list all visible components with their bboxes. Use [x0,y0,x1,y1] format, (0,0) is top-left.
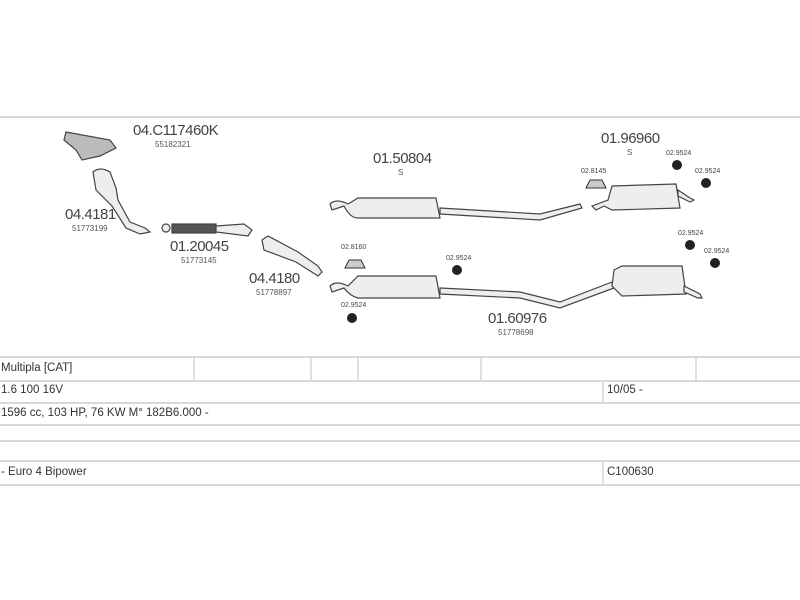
center-silencer-shape [329,197,441,219]
model-cell: Multipla [CAT] [1,362,73,374]
fitting-label[interactable]: 02.9524 [678,230,704,237]
table-row-engine: 1.6 100 16V 10/05 - [0,380,800,404]
mount-icon [672,160,682,170]
kit-code-cell[interactable]: C100630 [602,462,654,484]
full-rear-box-shape [611,265,687,297]
part-code-manifold[interactable]: 04.C117460K [133,122,219,139]
date-cell: 10/05 - [602,380,643,402]
oe-rear-silencer: S [627,148,633,157]
empty-cell [193,358,198,380]
full-rear-tailpipe-shape [683,285,703,299]
mount-icon [347,313,357,323]
clamp-icon [344,259,366,269]
exhaust-diagram [63,131,720,323]
flex-pipe-tail-shape [215,223,253,237]
part-code-center-silencer[interactable]: 01.50804 [373,150,432,167]
fitting-label[interactable]: 02.9524 [341,302,367,309]
oe-manifold: 55182321 [155,140,191,149]
part-code-rear-silencer[interactable]: 01.96960 [601,130,660,147]
fitting-label[interactable]: 02.9524 [666,150,692,157]
manifold-shape [63,131,117,161]
engine-cell: 1.6 100 16V [1,384,64,396]
oe-catalyst: 51778897 [256,288,292,297]
fitting-label[interactable]: 02.9524 [704,248,730,255]
oe-center-silencer: S [398,168,404,177]
table-row-empty [0,426,800,442]
full-rear-shape [329,275,441,299]
part-code-front-pipe[interactable]: 04.4181 [65,206,116,223]
mount-icon [452,265,462,275]
mount-icon [710,258,720,268]
fitting-label[interactable]: 02.9524 [446,255,472,262]
empty-cell [695,358,700,380]
empty-cell [310,358,315,380]
front-pipe-shape [92,168,152,235]
part-code-full-rear[interactable]: 01.60976 [488,310,547,327]
clamp-icon [585,179,607,189]
part-code-catalyst[interactable]: 04.4180 [249,270,300,287]
top-divider [0,116,800,118]
empty-cell [357,358,362,380]
flex-pipe-flange-shape [161,223,171,233]
center-pipe-shape [439,203,583,221]
table-row-model: Multipla [CAT] [0,356,800,382]
fitting-label[interactable]: 02.8160 [341,244,367,251]
full-rear-pipe-shape [439,281,615,309]
catalyst-shape [261,235,323,277]
empty-cell [480,358,485,380]
rear-silencer-shape [590,183,681,211]
table-row-specs: 1596 cc, 103 HP, 76 KW M° 182B6.000 - [0,404,800,426]
part-code-flex-pipe[interactable]: 01.20045 [170,238,229,255]
specs-cell: 1596 cc, 103 HP, 76 KW M° 182B6.000 - [1,407,209,419]
variant-cell: - Euro 4 Bipower [1,466,87,478]
oe-front-pipe: 51773199 [72,224,108,233]
table-row-empty [0,442,800,462]
mount-icon [701,178,711,188]
fitting-label[interactable]: 02.8145 [581,168,607,175]
flex-pipe-shape [171,223,217,234]
mount-icon [685,240,695,250]
fitting-label[interactable]: 02.9524 [695,168,721,175]
rear-tailpipe-shape [677,188,696,203]
table-row-variant: - Euro 4 Bipower C100630 [0,462,800,486]
oe-flex-pipe: 51773145 [181,256,217,265]
oe-full-rear: 51778698 [498,328,534,337]
